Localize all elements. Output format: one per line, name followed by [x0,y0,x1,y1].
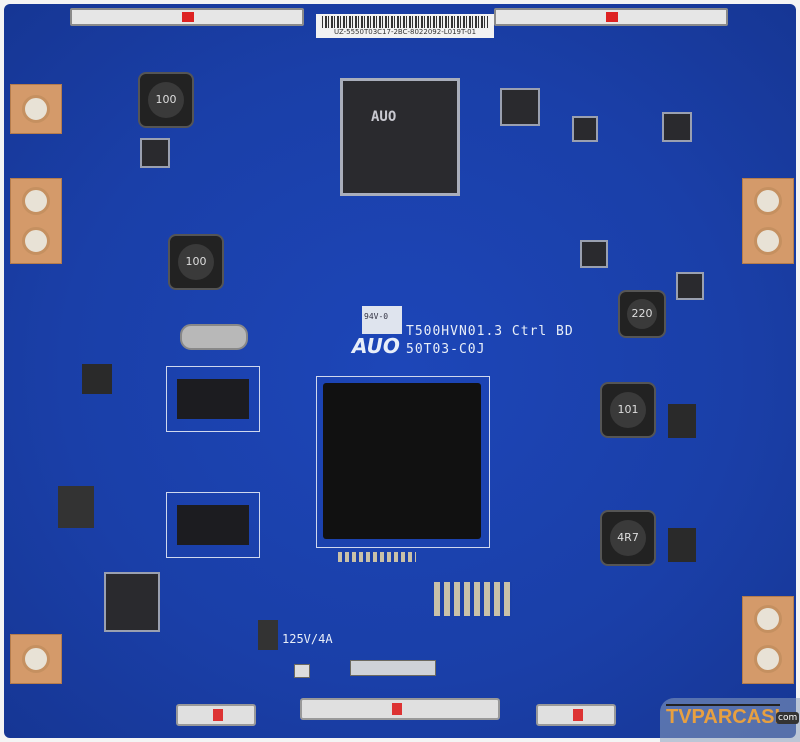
fuse [258,620,278,650]
mount-pad [10,634,62,684]
main-ic [323,383,481,539]
mount-pad [742,596,794,684]
lvds-connector [494,8,728,26]
barcode-label: UZ-5550T03C17-2BC-8022092-L019T-01 [316,14,494,38]
ic [104,572,160,632]
ic [572,116,598,142]
watermark-text: TVPARCASI [666,704,781,728]
barcode-text: UZ-5550T03C17-2BC-8022092-L019T-01 [333,28,477,36]
board-part-number: 50T03-C0J [406,342,486,357]
ic [668,528,696,562]
memory-chip [166,492,260,558]
circuit-board: UZ-5550T03C17-2BC-8022092-L019T-01 AUO 1… [4,4,796,738]
mount-pad [10,178,62,264]
inductor: 100 [138,72,194,128]
inductor: 220 [618,290,666,338]
inductor: 4R7 [600,510,656,566]
main-ic-outline [316,376,490,548]
ic [662,112,692,142]
mount-pad [10,84,62,134]
bottom-connector [300,698,500,720]
ic [676,272,704,300]
ic [668,404,696,438]
inductor: 100 [168,234,224,290]
fuse-rating: 125V/4A [282,632,333,646]
ic [500,88,540,126]
board-model: T500HVN01.3 Ctrl BD [406,324,574,339]
regulator [58,486,94,528]
ic [82,364,112,394]
crystal-oscillator [180,324,248,350]
memory-chip [166,366,260,432]
mount-pad [742,178,794,264]
inductor: 101 [600,382,656,438]
ic [140,138,170,168]
watermark-suffix: com [776,712,800,724]
tcon-chip: AUO [340,78,460,196]
rating-sticker: 94V-0 [362,306,402,334]
component [294,664,310,678]
brand-logo: AUO [352,334,400,358]
lvds-connector [70,8,304,26]
ic [580,240,608,268]
resistor-array [434,582,512,616]
bottom-connector [176,704,256,726]
watermark: TVPARCASI com [660,698,800,742]
resistor-array [338,552,416,562]
connector [350,660,436,676]
chip-brand: AUO [371,109,397,125]
bottom-connector [536,704,616,726]
